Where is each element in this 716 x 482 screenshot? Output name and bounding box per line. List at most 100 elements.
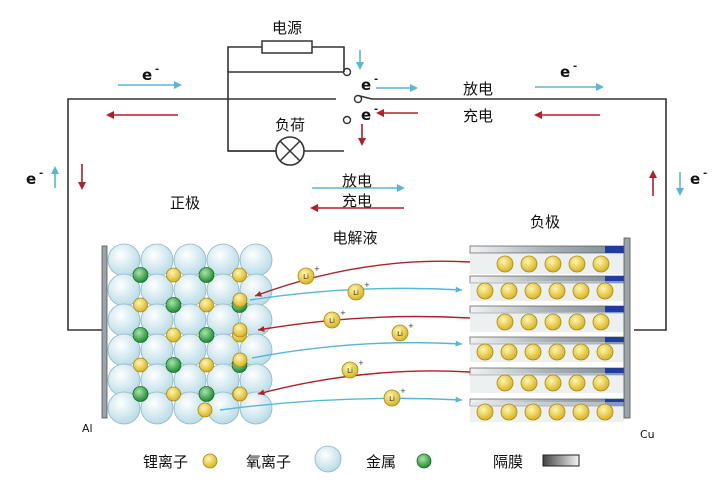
lithium-ion — [500, 403, 518, 421]
electrolyte-label: 电解液 — [332, 229, 377, 247]
discharge-electron-arrows — [51, 50, 684, 196]
legend: 锂离子 氧离子 金属 隔膜 — [143, 445, 580, 473]
legend-separator-label: 隔膜 — [493, 453, 523, 471]
anode-label: 负极 — [530, 213, 560, 231]
source-wire-right — [312, 46, 345, 72]
lithium-ion — [596, 282, 614, 300]
charge-lithium-arrowhead — [258, 389, 265, 396]
svg-text:e: e — [361, 76, 371, 94]
lithium-ion — [232, 352, 248, 368]
svg-text:-: - — [155, 64, 159, 75]
svg-text:e: e — [560, 63, 570, 81]
electron-label-right: e - — [690, 168, 707, 188]
metal-atom — [198, 327, 215, 343]
anode-layer-edge — [605, 246, 624, 253]
discharge-lithium-arrowhead — [455, 396, 462, 403]
legend-oxygen-label: 氧离子 — [246, 453, 291, 471]
internal-charge-label: 充电 — [342, 192, 372, 210]
metal-atom — [165, 357, 182, 373]
lithium-ion — [596, 343, 614, 361]
lithium-ion — [232, 322, 248, 338]
metal-atom — [132, 327, 149, 343]
switch-terminal-middle — [353, 94, 363, 104]
oxygen-ion — [140, 391, 174, 425]
lithium-ion — [496, 313, 514, 331]
al-label: Al — [82, 422, 93, 435]
separator-icon — [542, 454, 580, 467]
electron-label-top-left: e - — [142, 64, 159, 84]
svg-text:e: e — [142, 66, 152, 84]
lithium-ion — [520, 255, 538, 273]
lithium-symbol: Li — [389, 395, 395, 403]
lithium-symbol: Li — [303, 273, 309, 281]
lithium-ion — [572, 343, 590, 361]
charge-lithium-arrowhead — [255, 290, 262, 297]
power-source-resistor — [261, 40, 313, 54]
migrating-lithium-ion: Li + — [297, 265, 320, 285]
metal-atom — [165, 297, 182, 313]
lithium-ion — [524, 343, 542, 361]
lithium-ion — [133, 357, 148, 373]
cathode-lattice — [107, 243, 273, 425]
svg-text:-: - — [39, 168, 43, 179]
svg-text:-: - — [374, 74, 378, 85]
cu-label: Cu — [640, 428, 655, 441]
oxygen-ion — [107, 391, 141, 425]
cathode-label: 正极 — [170, 194, 200, 212]
legend-metal-label: 金属 — [366, 453, 396, 471]
metal-icon — [416, 453, 432, 469]
oxygen-ion-icon — [314, 445, 342, 473]
svg-text:-: - — [573, 61, 577, 72]
lithium-ion — [500, 282, 518, 300]
anode-layer-edge — [605, 306, 624, 313]
lithium-ion — [476, 343, 494, 361]
switch-terminal-bottom — [342, 115, 352, 125]
lithium-charge: + — [364, 281, 370, 289]
electron-label-top-right: e - — [560, 61, 577, 81]
svg-text:e: e — [26, 170, 36, 188]
anode-layer-edge — [605, 337, 624, 344]
electron-label-left: e - — [26, 168, 43, 188]
mode-charge-label: 充电 — [463, 107, 493, 125]
mode-discharge-label: 放电 — [463, 80, 493, 98]
lithium-charge: + — [408, 322, 414, 330]
lithium-ion — [524, 403, 542, 421]
lithium-ion — [596, 403, 614, 421]
right-wire — [372, 98, 667, 331]
lithium-ion — [476, 403, 494, 421]
charge-electron-arrows — [78, 109, 657, 212]
metal-atom — [132, 386, 149, 402]
svg-text:e: e — [690, 170, 700, 188]
lithium-ion — [500, 343, 518, 361]
anode-collector-cu — [623, 237, 631, 419]
lithium-ion — [568, 374, 586, 392]
lithium-ion — [166, 267, 181, 283]
lithium-charge: + — [400, 387, 406, 395]
lithium-ion — [197, 402, 213, 418]
left-wire — [67, 98, 336, 331]
lithium-ion — [568, 313, 586, 331]
legend-lithium-label: 锂离子 — [143, 453, 188, 471]
lithium-ion — [544, 313, 562, 331]
lithium-ion — [544, 255, 562, 273]
cathode-collector-al — [101, 245, 108, 419]
anode-layer-edge — [605, 276, 624, 283]
lithium-ion — [592, 374, 610, 392]
lithium-ion — [520, 374, 538, 392]
lithium-ion — [199, 357, 214, 373]
lithium-ion — [496, 374, 514, 392]
source-wire-left — [227, 46, 262, 72]
lithium-ion — [166, 327, 181, 343]
lithium-ion — [133, 297, 148, 313]
lithium-ion — [166, 386, 181, 402]
svg-text:-: - — [703, 168, 707, 179]
lithium-charge: + — [314, 265, 320, 273]
lithium-charge: + — [340, 309, 346, 317]
lithium-migration-arrows: Li+Li+Li+Li+Li+Li+ — [219, 260, 471, 411]
lithium-ion-icon — [202, 453, 218, 469]
power-source-label: 电源 — [272, 19, 302, 37]
migrating-lithium-ion: Li + — [383, 387, 406, 407]
lithium-ion — [476, 282, 494, 300]
